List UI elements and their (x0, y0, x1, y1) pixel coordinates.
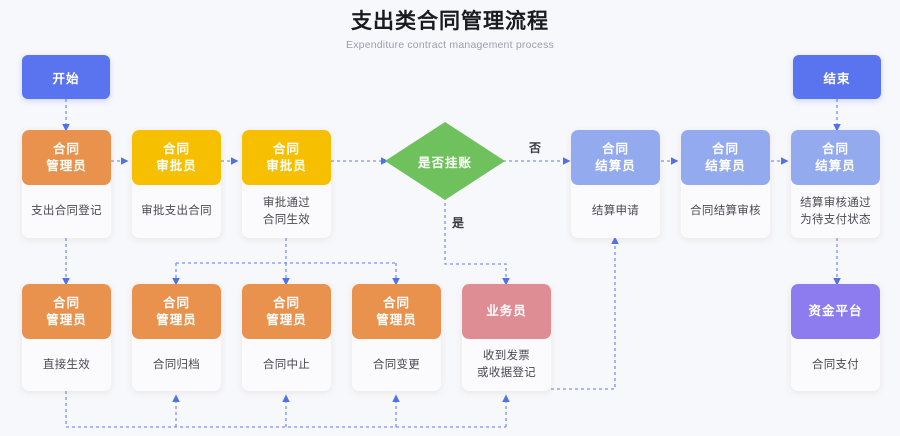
diamond-shape-icon (385, 122, 505, 200)
card-body-line2: 为待支付状态 (800, 213, 871, 226)
card-body: 合同中止 (242, 339, 331, 391)
card-body-line1: 合同归档 (152, 358, 201, 371)
card-body: 支出合同登记 (22, 185, 111, 238)
page-title: 支出类合同管理流程 (351, 10, 549, 33)
decision-node-label: 是否挂账 (417, 155, 472, 170)
card-role-line1: 合同 (821, 141, 849, 156)
card-role-header: 业务员 (462, 284, 551, 339)
card-body-line1: 支出合同登记 (31, 205, 102, 217)
card-role-line2: 管理员 (46, 158, 87, 173)
card-role-header: 合同 管理员 (242, 284, 331, 339)
start-node-label: 开始 (52, 71, 80, 86)
card-body-line1: 结算审核通过 (800, 196, 871, 209)
card-contract-archive[interactable]: 合同 管理员 合同归档 (132, 284, 221, 391)
card-role-line2: 管理员 (266, 312, 307, 327)
card-role-line1: 合同 (272, 295, 300, 310)
card-body: 审批支出合同 (132, 185, 221, 238)
card-body: 结算申请 (571, 185, 660, 238)
card-body-line1: 收到发票 (482, 350, 531, 362)
page-subtitle: Expenditure contract management process (346, 39, 554, 51)
card-settlement-passed-pending-payment[interactable]: 合同 结算员 结算审核通过 为待支付状态 (791, 130, 880, 238)
card-role-line1: 合同 (382, 295, 410, 310)
card-role-header: 合同 结算员 (571, 130, 660, 185)
chart-header: 支出类合同管理流程 Expenditure contract managemen… (0, 8, 900, 53)
card-body-line1: 合同支付 (811, 358, 860, 371)
card-contract-termination[interactable]: 合同 管理员 合同中止 (242, 284, 331, 391)
card-body-line1: 直接生效 (42, 358, 91, 371)
card-role-header: 合同 管理员 (352, 284, 441, 339)
card-settlement-application[interactable]: 合同 结算员 结算申请 (571, 130, 660, 238)
card-body-line1: 合同变更 (372, 358, 421, 371)
card-role-line1: 资金平台 (808, 304, 863, 318)
card-expenditure-contract-register[interactable]: 合同 管理员 支出合同登记 (22, 130, 111, 238)
card-role-header: 合同 审批员 (132, 130, 221, 185)
card-role-line2: 审批员 (266, 158, 307, 173)
card-role-line1: 合同 (272, 141, 300, 156)
card-direct-effective[interactable]: 合同 管理员 直接生效 (22, 284, 111, 391)
card-role-line1: 合同 (162, 295, 190, 310)
wire-decision-yes-to-salesman (444, 191, 510, 286)
card-role-line2: 管理员 (376, 312, 417, 327)
card-body-line1: 合同结算审核 (690, 205, 761, 217)
start-node[interactable]: 开始 (22, 55, 110, 99)
card-body: 审批通过 合同生效 (242, 185, 331, 238)
card-role-line1: 合同 (52, 141, 80, 156)
card-role-header: 合同 审批员 (242, 130, 331, 185)
card-body-line2: 合同生效 (262, 213, 311, 226)
card-role-line1: 合同 (711, 141, 739, 156)
card-role-header: 合同 管理员 (22, 284, 111, 339)
card-role-line1: 合同 (601, 141, 629, 156)
wire-salesman-to-settle-apply (551, 236, 619, 390)
card-invoice-receipt-registration[interactable]: 业务员 收到发票 或收据登记 (462, 284, 551, 391)
card-role-line2: 结算员 (595, 158, 636, 173)
card-body: 结算审核通过 为待支付状态 (791, 185, 880, 238)
card-settlement-audit[interactable]: 合同 结算员 合同结算审核 (681, 130, 770, 238)
card-role-header: 资金平台 (791, 284, 880, 339)
card-role-line2: 结算员 (705, 158, 746, 173)
card-role-header: 合同 管理员 (22, 130, 111, 185)
card-body-line1: 审批支出合同 (141, 205, 212, 217)
card-body: 收到发票 或收据登记 (462, 339, 551, 391)
end-node[interactable]: 结束 (793, 55, 881, 99)
card-body: 合同支付 (791, 339, 880, 391)
card-role-header: 合同 结算员 (681, 130, 770, 185)
card-body: 合同结算审核 (681, 185, 770, 238)
card-body: 合同变更 (352, 339, 441, 391)
card-approve-expenditure-contract[interactable]: 合同 审批员 审批支出合同 (132, 130, 221, 238)
branch-label-no: 否 (529, 141, 542, 155)
card-body-line1: 审批通过 (262, 196, 311, 209)
card-body: 直接生效 (22, 339, 111, 391)
card-role-line1: 业务员 (486, 304, 527, 318)
card-body-line1: 合同中止 (262, 358, 311, 371)
card-role-line1: 合同 (162, 141, 190, 156)
card-contract-change[interactable]: 合同 管理员 合同变更 (352, 284, 441, 391)
card-contract-payment[interactable]: 资金平台 合同支付 (791, 284, 880, 391)
end-node-label: 结束 (823, 71, 851, 86)
card-role-header: 合同 管理员 (132, 284, 221, 339)
card-body-line1: 结算申请 (591, 205, 640, 217)
branch-label-yes: 是 (452, 216, 465, 230)
card-role-line2: 结算员 (815, 158, 856, 173)
card-body-line2: 或收据登记 (477, 367, 536, 379)
card-role-line2: 管理员 (156, 312, 197, 327)
card-approved-contract-effective[interactable]: 合同 审批员 审批通过 合同生效 (242, 130, 331, 238)
decision-node-hold-account[interactable]: 是否挂账 (385, 122, 505, 200)
card-role-line2: 审批员 (156, 158, 197, 173)
card-body: 合同归档 (132, 339, 221, 391)
card-role-line1: 合同 (52, 295, 80, 310)
card-role-line2: 管理员 (46, 312, 87, 327)
card-role-header: 合同 结算员 (791, 130, 880, 185)
